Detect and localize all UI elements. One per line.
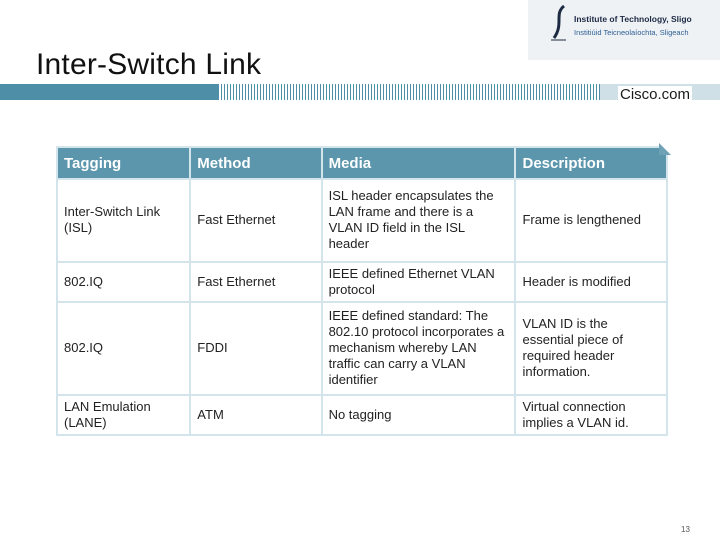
cell-description: Header is modified [516,262,666,301]
institute-logo: Institute of Technology, Sligo Institiúi… [528,0,720,60]
cell-tagging: 802.IQ [58,262,190,301]
cell-method: Fast Ethernet [191,262,321,301]
cell-media: IEEE defined standard: The 802.10 protoc… [322,302,515,394]
table-row: 802.IQ FDDI IEEE defined standard: The 8… [58,302,666,394]
header-tagging: Tagging [58,148,190,178]
table-row: LAN Emulation (LANE) ATM No tagging Virt… [58,395,666,434]
tagging-table-container: Tagging Method Media Description Inter-S… [56,143,671,436]
page-fold-corner [659,143,671,155]
cisco-brand: Cisco.com [618,86,693,103]
table-header-row: Tagging Method Media Description [58,148,666,178]
header-bar-solid [0,84,218,100]
page-number: 13 [681,525,690,534]
cell-media: No tagging [322,395,515,434]
cell-tagging: Inter-Switch Link (ISL) [58,180,190,261]
cell-media: ISL header encapsulates the LAN frame an… [322,180,515,261]
header-bar [0,84,720,100]
institute-logo-icon [551,4,566,41]
logo-line-english: Institute of Technology, Sligo [574,14,692,24]
table-row: Inter-Switch Link (ISL) Fast Ethernet IS… [58,180,666,261]
cell-description: Virtual connection implies a VLAN id. [516,395,666,434]
header-method: Method [191,148,321,178]
cell-method: ATM [191,395,321,434]
cell-tagging: LAN Emulation (LANE) [58,395,190,434]
slide-title: Inter-Switch Link [36,48,262,81]
cell-method: FDDI [191,302,321,394]
cell-tagging: 802.IQ [58,302,190,394]
cell-description: VLAN ID is the essential piece of requir… [516,302,666,394]
header-bar-stripes [218,84,600,100]
cell-method: Fast Ethernet [191,180,321,261]
cell-description: Frame is lengthened [516,180,666,261]
cell-media: IEEE defined Ethernet VLAN protocol [322,262,515,301]
logo-line-irish: Institiúid Teicneolaíochta, Sligeach [574,28,689,37]
table-row: 802.IQ Fast Ethernet IEEE defined Ethern… [58,262,666,301]
header-description: Description [516,148,666,178]
tagging-table: Tagging Method Media Description Inter-S… [56,146,668,436]
header-media: Media [322,148,515,178]
